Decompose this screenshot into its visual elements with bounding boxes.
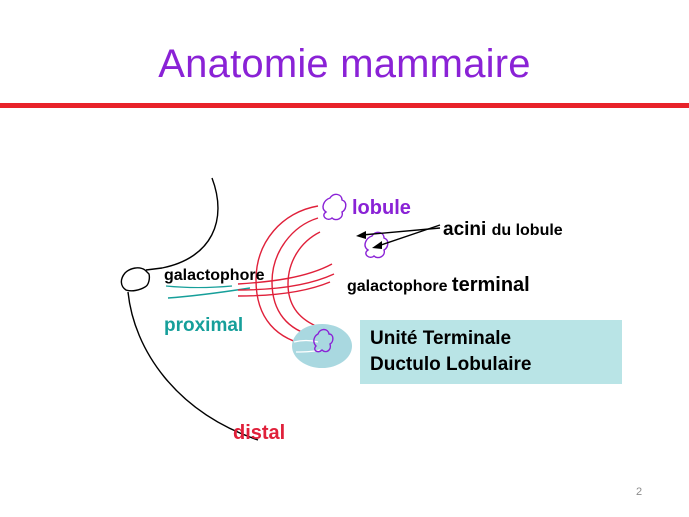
nipple-shape [120,267,151,292]
lobule-icon [322,193,347,221]
slide-title: Anatomie mammaire [158,42,531,86]
galactophore-terminal-label: galactophore terminal [347,275,530,295]
acini-label-suffix: du lobule [491,222,563,239]
galactophore-label: galactophore [164,267,265,284]
tdlu-duct-lines [293,339,321,353]
acini-label-main: acini [443,219,487,240]
duct-terminal-mid [237,273,335,291]
tdlu-line-2: Ductulo Lobulaire [370,354,532,375]
proximal-label: proximal [164,315,244,336]
duct-branch-middle [271,217,319,337]
tdlu-ellipse [292,324,352,368]
tdlu-callout-box: Unité Terminale Ductulo Lobulaire [360,320,622,384]
lobule-label: lobule [352,197,411,219]
breast-outline [145,177,219,271]
proximal-duct-line [167,287,251,299]
acini-arrow-1-head [372,241,382,249]
acini-arrow-2-head [356,231,366,239]
proximal-duct-line-2 [165,285,233,289]
page-number: 2 [636,486,643,498]
duct-terminal-lower [237,281,331,297]
acini-label: acini du lobule [443,220,563,239]
tdlu-line-1: Unité Terminale [370,328,512,349]
breast-lower-contour [127,291,259,441]
tdlu-lobule-icon [313,328,334,353]
distal-label: distal [233,422,286,444]
acini-icon [364,231,389,259]
title-divider [0,103,689,108]
duct-terminal-upper [237,263,333,285]
duct-branch-inner [287,231,321,327]
galactophore-terminal-suffix: terminal [451,274,530,296]
duct-branch-outer [255,205,319,347]
galactophore-terminal-prefix: galactophore [347,278,448,295]
acini-arrow-2 [361,227,441,236]
